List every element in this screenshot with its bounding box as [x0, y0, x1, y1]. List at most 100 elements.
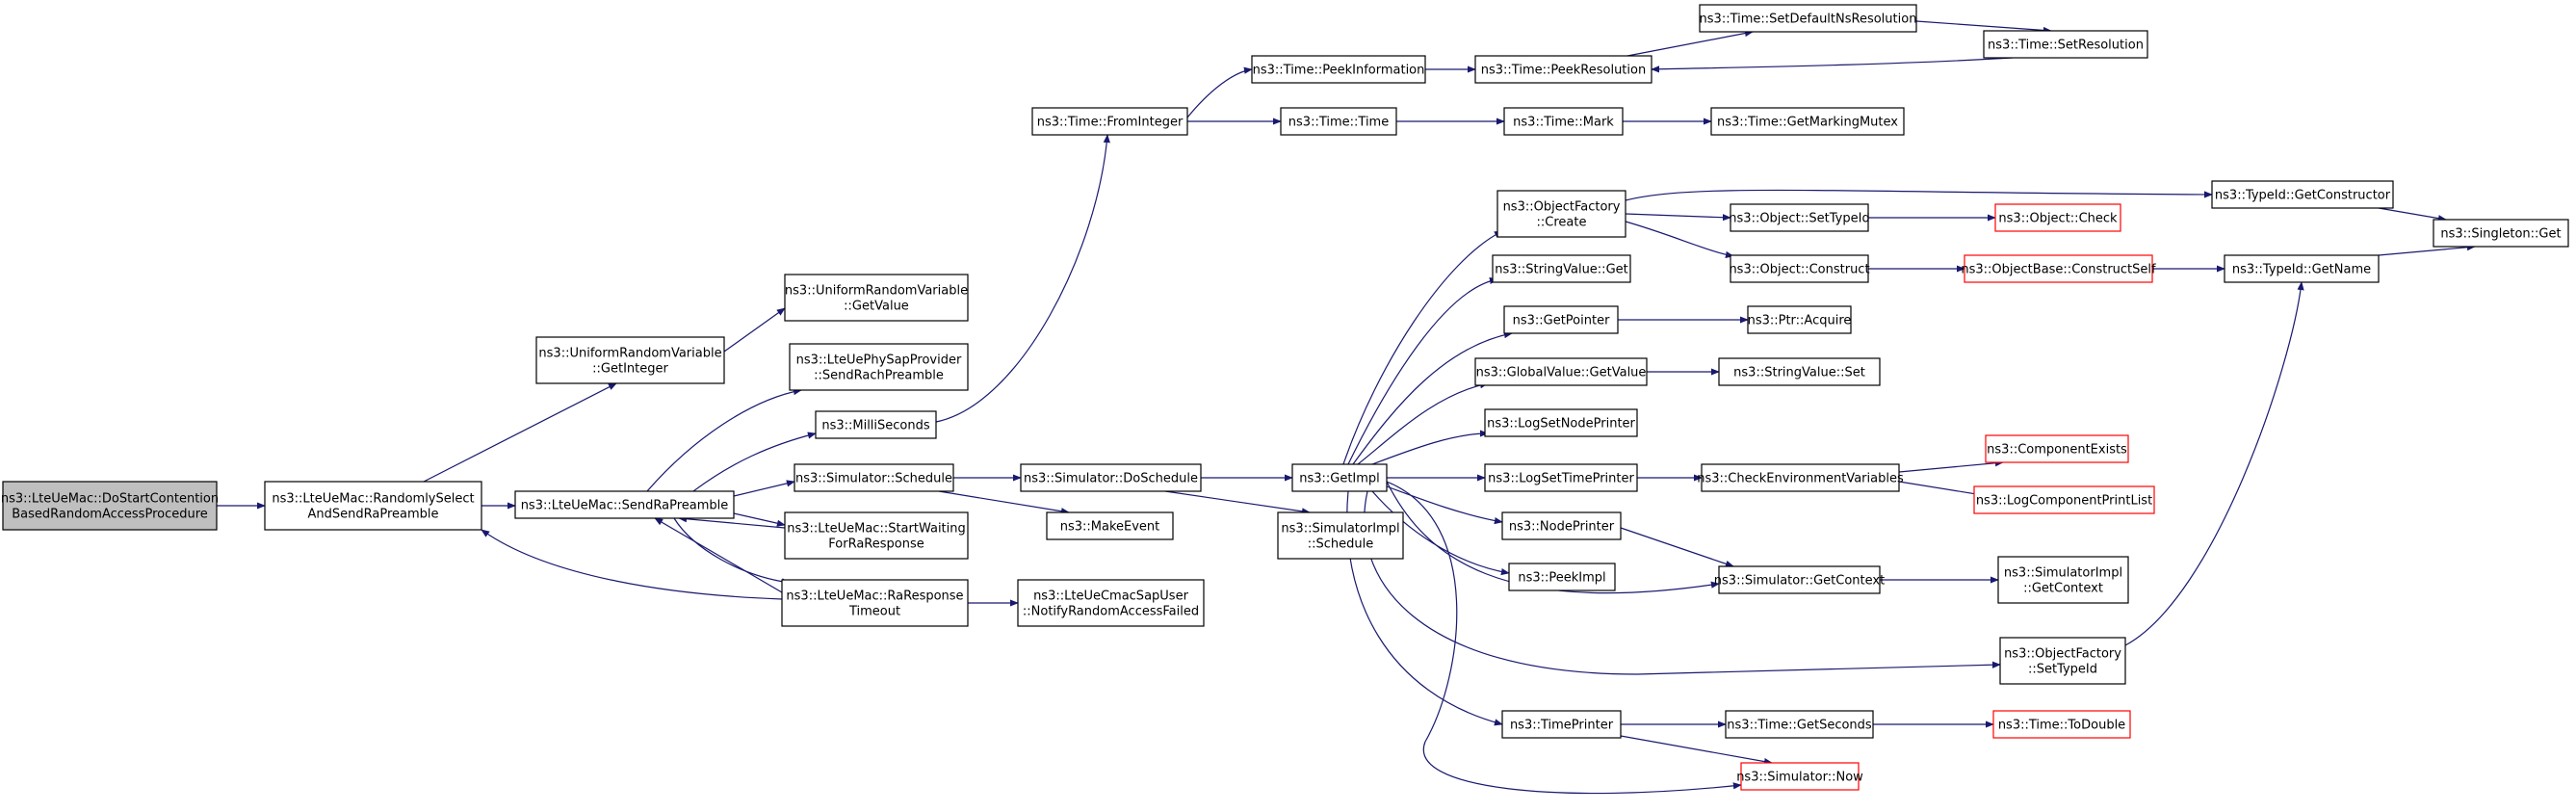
- node-box: [1992, 710, 2131, 739]
- node-box: [789, 343, 969, 391]
- node-label: ns3::StringValue::Get: [1495, 263, 1627, 277]
- node-box: [1701, 463, 1900, 492]
- graph-node-n13[interactable]: ns3::Time::PeekResolution: [1474, 55, 1652, 84]
- graph-node-n7[interactable]: ns3::Simulator::Schedule: [794, 463, 954, 492]
- node-box: [1964, 254, 2153, 283]
- graph-node-n37[interactable]: ns3::Simulator::GetContext: [1714, 565, 1885, 594]
- node-box: [1474, 55, 1652, 84]
- graph-node-n22[interactable]: ns3::GetImpl: [1291, 463, 1388, 492]
- edge-n43-to-n44: [2378, 244, 2476, 256]
- graph-node-n45[interactable]: ns3::ComponentExists: [1985, 434, 2129, 463]
- graph-node-n38[interactable]: ns3::Time::GetSeconds: [1725, 710, 1874, 739]
- graph-node-n15[interactable]: ns3::Time::SetResolution: [1983, 30, 2148, 59]
- graph-node-n39[interactable]: ns3::Simulator::Now: [1736, 762, 1863, 791]
- graph-node-n18[interactable]: ns3::Time::GetMarkingMutex: [1710, 107, 1905, 136]
- node-label: ns3::UniformRandomVariable: [785, 284, 968, 299]
- graph-node-n43[interactable]: ns3::TypeId::GetName: [2224, 254, 2380, 283]
- edge-n13-to-n14: [1626, 29, 1754, 57]
- graph-node-n48[interactable]: ns3::ObjectFactory::SetTypeId: [1999, 637, 2126, 685]
- graph-node-n26[interactable]: ns3::GlobalValue::GetValue: [1474, 357, 1648, 386]
- graph-node-n31[interactable]: ns3::TimePrinter: [1501, 710, 1622, 739]
- node-label: ::SetTypeId: [2028, 663, 2097, 677]
- graph-node-n11[interactable]: ns3::Time::FromInteger: [1031, 107, 1188, 136]
- graph-node-n10[interactable]: ns3::LteUeCmacSapUser::NotifyRandomAcces…: [1017, 579, 1205, 627]
- node-box: [1492, 254, 1631, 283]
- edge-n9-to-n2: [654, 517, 783, 593]
- graph-node-n41[interactable]: ns3::Object::Check: [1994, 203, 2121, 232]
- graph-node-n6[interactable]: ns3::MilliSeconds: [815, 410, 937, 439]
- node-label: AndSendRaPreamble: [308, 508, 439, 522]
- graph-node-n1[interactable]: ns3::LteUeMac::RandomlySelectAndSendRaPr…: [264, 481, 482, 531]
- graph-node-n20[interactable]: ns3::MakeEvent: [1046, 511, 1174, 540]
- node-box: [1730, 254, 1869, 283]
- graph-node-n44[interactable]: ns3::Singleton::Get: [2433, 219, 2569, 248]
- graph-node-n14[interactable]: ns3::Time::SetDefaultNsResolution: [1699, 4, 1917, 33]
- graph-node-n21[interactable]: ns3::SimulatorImpl::Schedule: [1277, 511, 1404, 560]
- node-box: [1740, 762, 1860, 791]
- graph-node-n34[interactable]: ns3::Ptr::Acquire: [1747, 305, 1852, 334]
- node-box: [1997, 556, 2129, 604]
- node-label: ns3::Object::Check: [1998, 212, 2118, 226]
- edge-n11-to-n12: [1186, 66, 1253, 118]
- graph-node-n3[interactable]: ns3::UniformRandomVariable::GetInteger: [535, 336, 725, 384]
- node-label: ns3::Time::GetSeconds: [1727, 719, 1872, 733]
- graph-node-n49[interactable]: ns3::Time::ToDouble: [1992, 710, 2131, 739]
- node-box: [1020, 463, 1202, 492]
- node-label: ns3::Time::Time: [1288, 116, 1389, 130]
- edge-n22-to-n26: [1357, 381, 1489, 465]
- graph-node-n36[interactable]: ns3::CheckEnvironmentVariables: [1697, 463, 1904, 492]
- node-label: ns3::LteUeMac::StartWaiting: [787, 522, 966, 537]
- graph-node-n32[interactable]: ns3::Object::SetTypeId: [1729, 203, 1870, 232]
- node-box: [1985, 434, 2129, 463]
- node-label: ns3::Time::GetMarkingMutex: [1717, 116, 1898, 130]
- node-box: [1503, 107, 1624, 136]
- graph-node-n25[interactable]: ns3::GetPointer: [1503, 305, 1619, 334]
- node-box: [1280, 107, 1397, 136]
- graph-node-n29[interactable]: ns3::NodePrinter: [1501, 511, 1622, 540]
- graph-node-n5[interactable]: ns3::LteUePhySapProvider::SendRachPreamb…: [789, 343, 969, 391]
- graph-node-n28[interactable]: ns3::LogSetTimePrinter: [1484, 463, 1638, 492]
- node-box: [1251, 55, 1426, 84]
- graph-node-n4[interactable]: ns3::UniformRandomVariable::GetValue: [784, 274, 969, 322]
- node-label: ns3::SimulatorImpl: [1281, 522, 1399, 537]
- node-box: [1484, 408, 1638, 437]
- node-label: ns3::LogSetNodePrinter: [1487, 417, 1635, 432]
- node-label: ns3::GetPointer: [1513, 314, 1610, 328]
- graph-node-n24[interactable]: ns3::StringValue::Get: [1492, 254, 1631, 283]
- graph-node-n47[interactable]: ns3::SimulatorImpl::GetContext: [1997, 556, 2129, 604]
- graph-node-n42[interactable]: ns3::ObjectBase::ConstructSelf: [1961, 254, 2156, 283]
- graph-node-n46[interactable]: ns3::LogComponentPrintList: [1973, 485, 2155, 514]
- node-label: ns3::CheckEnvironmentVariables: [1697, 472, 1904, 486]
- edge-n15-to-n13: [1651, 57, 2014, 73]
- node-label: ::Create: [1537, 216, 1587, 230]
- node-label: ns3::MilliSeconds: [821, 419, 930, 433]
- edge-n2-to-n9: [673, 517, 791, 586]
- graph-node-n2[interactable]: ns3::LteUeMac::SendRaPreamble: [514, 490, 735, 519]
- graph-node-n30[interactable]: ns3::PeekImpl: [1508, 563, 1616, 591]
- edges-layer: [217, 20, 2476, 795]
- graph-node-n35[interactable]: ns3::StringValue::Set: [1718, 357, 1881, 386]
- edge-n31-to-n39: [1620, 735, 1773, 766]
- graph-node-n19[interactable]: ns3::Simulator::DoSchedule: [1020, 463, 1202, 492]
- node-label: ns3::TimePrinter: [1510, 719, 1614, 733]
- edge-n22-to-n39: [1386, 481, 1742, 795]
- node-box: [1017, 579, 1205, 627]
- graph-node-n0[interactable]: ns3::LteUeMac::DoStartContentionBasedRan…: [1, 481, 219, 531]
- node-label: ns3::LteUeCmacSapUser: [1033, 589, 1189, 604]
- node-label: ns3::StringValue::Set: [1733, 366, 1865, 380]
- graph-node-n40[interactable]: ns3::TypeId::GetConstructor: [2211, 180, 2394, 209]
- node-label: ns3::TypeId::GetName: [2232, 263, 2371, 277]
- edge-n1-to-n3: [423, 382, 617, 483]
- graph-node-n27[interactable]: ns3::LogSetNodePrinter: [1484, 408, 1638, 437]
- node-label: ns3::TypeId::GetConstructor: [2215, 189, 2391, 203]
- graph-node-n17[interactable]: ns3::Time::Mark: [1503, 107, 1624, 136]
- graph-node-n33[interactable]: ns3::Object::Construct: [1729, 254, 1870, 283]
- graph-node-n23[interactable]: ns3::ObjectFactory::Create: [1496, 190, 1626, 238]
- graph-node-n12[interactable]: ns3::Time::PeekInformation: [1251, 55, 1426, 84]
- node-box: [1501, 710, 1622, 739]
- node-label: ns3::LteUeMac::RandomlySelect: [272, 492, 474, 507]
- edge-n2-to-n8: [733, 512, 786, 527]
- graph-node-n16[interactable]: ns3::Time::Time: [1280, 107, 1397, 136]
